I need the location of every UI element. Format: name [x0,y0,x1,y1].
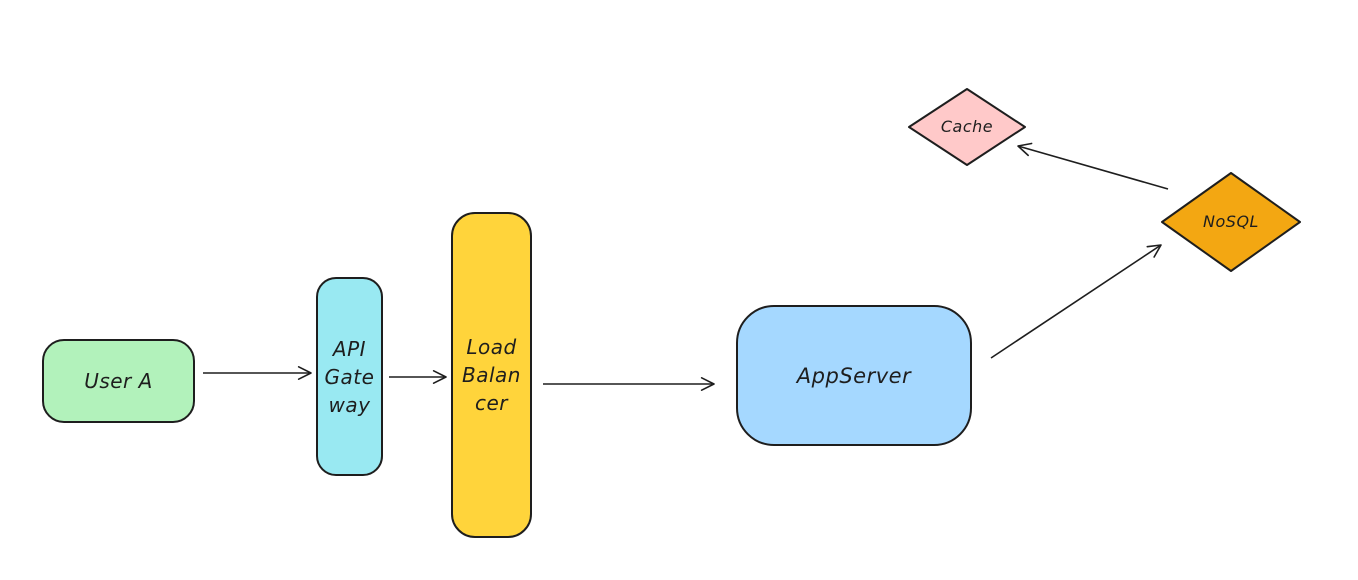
node-app-server-label: AppServer [796,363,912,388]
node-nosql-diamond[interactable] [1161,172,1301,272]
node-load-balancer-label-line: cer [474,391,509,415]
node-load-balancer-label-line: Balan [462,363,521,387]
edge-app-server-to-nosql[interactable] [990,244,1162,359]
node-load-balancer-label-line: Load [466,335,517,359]
edge-nosql-to-cache[interactable] [1017,142,1169,190]
node-user-a-label: User A [84,369,153,393]
node-cache-diamond[interactable] [908,88,1026,166]
node-api-gateway[interactable]: API Gate way [316,277,383,476]
node-user-a[interactable]: User A [42,339,195,423]
node-api-gateway-label-line: API [332,336,367,361]
node-app-server[interactable]: AppServer [736,305,972,446]
node-api-gateway-label-line: Gate [324,364,375,389]
node-load-balancer[interactable]: Load Balan cer [451,212,532,538]
node-api-gateway-label-line: way [328,392,371,417]
